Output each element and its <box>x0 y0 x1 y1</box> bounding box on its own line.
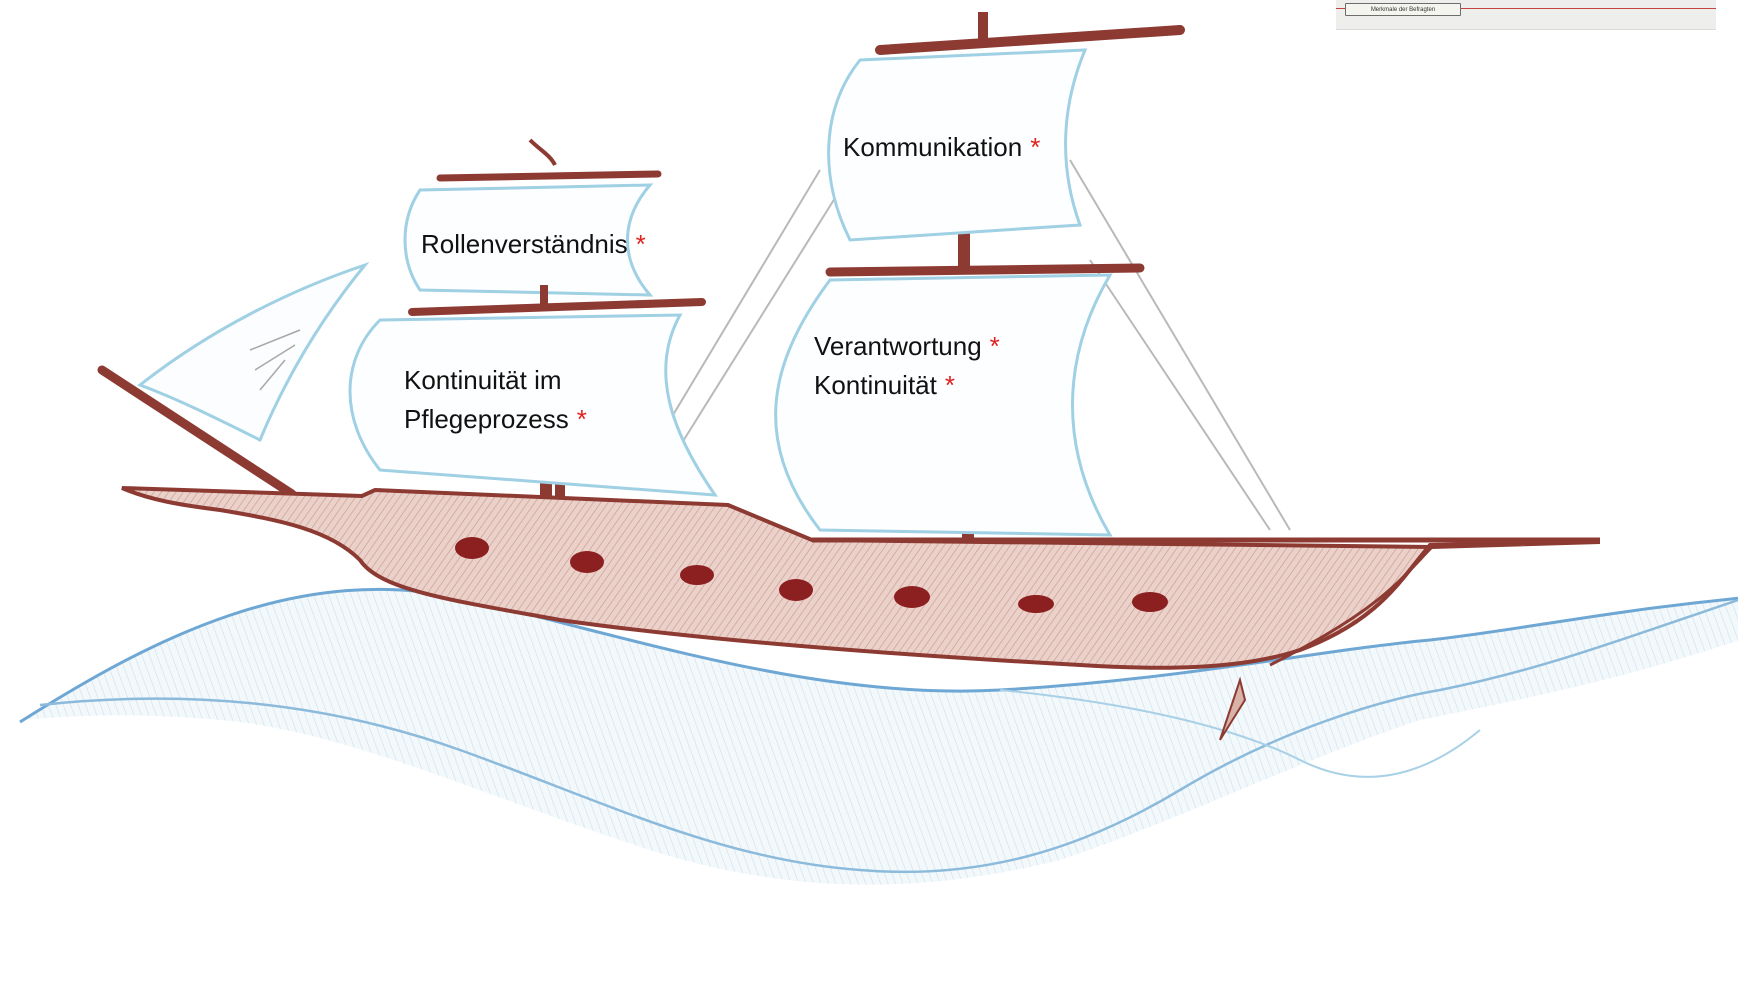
asterisk-marker: * <box>990 331 1000 361</box>
asterisk-marker: * <box>577 404 587 434</box>
porthole <box>1132 592 1168 612</box>
label-text: Verantwortung <box>814 331 982 361</box>
front-mast <box>350 140 715 510</box>
main-mast <box>776 12 1180 545</box>
label-verantwortung-kontinuitaet: Verantwortung * Kontinuität * <box>814 327 1000 405</box>
porthole <box>455 537 489 559</box>
porthole <box>570 551 604 573</box>
porthole <box>680 565 714 585</box>
label-kontinuitaet-pflegeprozess: Kontinuität im Pflegeprozess * <box>404 361 587 439</box>
merkmale-der-befragten-button[interactable]: Merkmale der Befragten <box>1345 3 1461 16</box>
label-text: Kontinuität <box>814 370 937 400</box>
porthole <box>894 586 930 608</box>
label-line-kontinuitaet: Kontinuität * <box>814 366 1000 405</box>
top-toolbar: Merkmale der Befragten <box>1336 0 1716 30</box>
label-text: Pflegeprozess <box>404 404 569 434</box>
label-line-2: Pflegeprozess * <box>404 400 587 439</box>
asterisk-marker: * <box>945 370 955 400</box>
asterisk-marker: * <box>1030 132 1040 162</box>
label-text: Kommunikation <box>843 132 1022 162</box>
label-line-verantwortung: Verantwortung * <box>814 327 1000 366</box>
label-text: Rollenverständnis <box>421 229 628 259</box>
asterisk-marker: * <box>636 229 646 259</box>
porthole <box>779 579 813 601</box>
label-line-1: Kontinuität im <box>404 361 587 400</box>
porthole <box>1018 595 1054 613</box>
label-rollenverstaendnis: Rollenverständnis * <box>421 225 646 264</box>
label-kommunikation: Kommunikation * <box>843 128 1040 167</box>
